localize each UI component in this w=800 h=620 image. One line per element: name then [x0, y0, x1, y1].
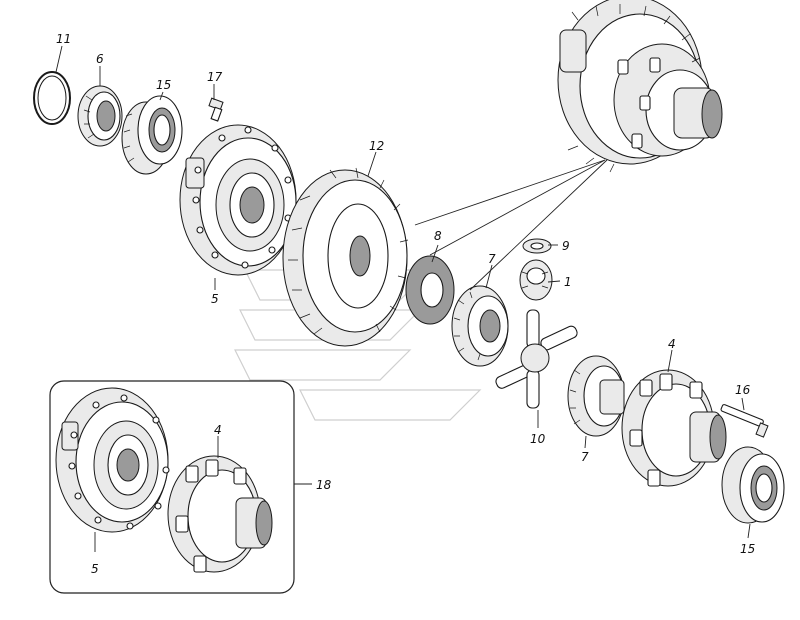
bearing-part-top: [121, 95, 183, 175]
label-12: 12: [369, 139, 384, 153]
label-4-kit: 4: [214, 423, 222, 437]
nut-part: [77, 85, 123, 147]
assembled-differential: [557, 0, 723, 173]
label-7-right: 7: [581, 450, 589, 464]
label-16: 16: [735, 383, 751, 397]
small-washer-part: [522, 238, 552, 254]
label-6: 6: [96, 52, 104, 66]
label-10: 10: [530, 432, 546, 446]
bolt-part: [208, 97, 224, 122]
callout-labels: 11 6 15 17 12 8 9 1 7 10 7 5 4 16 15 4 5…: [56, 32, 755, 576]
kit-frame: [49, 380, 295, 594]
label-9: 9: [562, 239, 570, 253]
spider-cross-part: [495, 309, 578, 409]
assembly-guide-lines: [414, 159, 608, 291]
flange-bolt-holes: [192, 126, 292, 269]
label-4-right: 4: [668, 337, 676, 351]
case-half-part-right: [621, 369, 727, 487]
label-5-top: 5: [211, 292, 219, 306]
side-gear-part-middle: [451, 285, 509, 367]
label-18: 18: [316, 478, 332, 492]
ring-gear-part: [282, 167, 409, 347]
label-11: 11: [56, 32, 71, 46]
label-1: 1: [564, 275, 572, 289]
label-15-top: 15: [156, 78, 171, 92]
label-15-right: 15: [740, 542, 755, 556]
label-8: 8: [434, 229, 442, 243]
case-half-part-top: [179, 124, 297, 276]
label-7-middle: 7: [488, 252, 496, 266]
leader-lines: [55, 45, 751, 552]
label-5-kit: 5: [91, 562, 99, 576]
side-gear-part-right: [567, 355, 625, 437]
label-17: 17: [207, 70, 223, 84]
case-half-part-kit-4: [167, 455, 273, 573]
thrust-washer-part: [405, 255, 455, 325]
case-half-part-kit: [55, 387, 170, 533]
snap-ring-part: [33, 71, 71, 125]
long-bolt-part: [720, 404, 769, 438]
bearing-part-right: [721, 446, 785, 524]
pinion-gear-part: [519, 259, 553, 301]
